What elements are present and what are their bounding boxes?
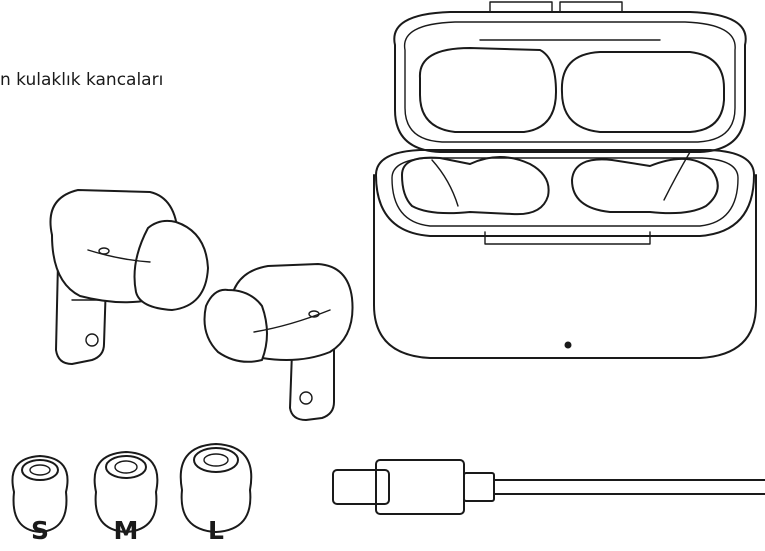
ear-tip-size-l: L: [208, 516, 224, 545]
ear-tip-m: M: [93, 451, 159, 545]
ear-hooks-caption: n kulaklık kancaları: [0, 70, 164, 90]
ear-tip-size-m: M: [114, 516, 139, 545]
ear-tip-s: S: [11, 455, 69, 545]
charging-case: [373, 1, 757, 359]
left-earbud: [49, 189, 209, 365]
ear-tip-size-s: S: [31, 516, 49, 545]
ear-tip-l: L: [179, 443, 253, 545]
right-earbud: [203, 263, 354, 421]
usb-c-cable: [332, 459, 765, 515]
ear-tips: S M L: [11, 443, 253, 545]
